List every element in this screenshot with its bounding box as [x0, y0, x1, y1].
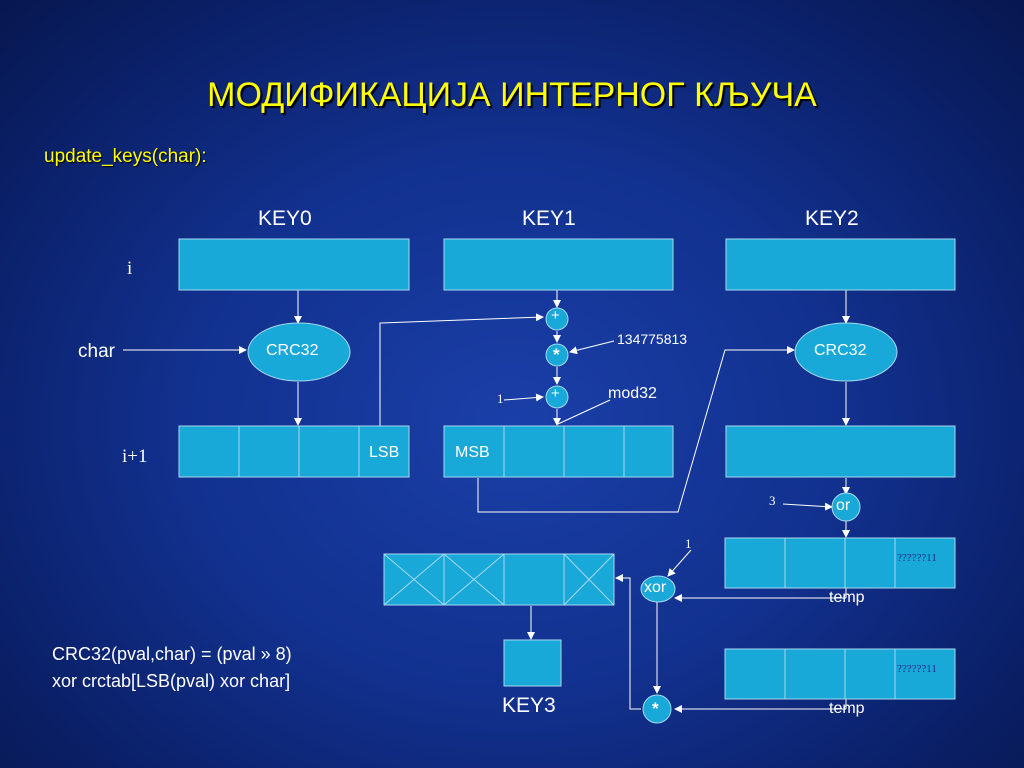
key0-next-bytes	[178, 425, 410, 478]
key3-bytes	[383, 553, 615, 606]
key1-label: KEY1	[522, 207, 576, 230]
crc32-formula: CRC32(pval,char) = (pval » 8) xor crctab…	[52, 641, 292, 695]
temp-bytes-a	[724, 537, 956, 589]
page-title: МОДИФИКАЦИЈА ИНТЕРНОГ КЉУЧА	[207, 76, 817, 114]
mult-bottom-node	[642, 694, 672, 724]
mask-label-b: ??????11	[897, 663, 937, 675]
or-constant-label: 3	[769, 493, 776, 508]
formula-line-1: CRC32(pval,char) = (pval » 8)	[52, 644, 292, 664]
crc32-right-label: CRC32	[814, 342, 867, 359]
formula-line-2: xor crctab[LSB(pval) xor char]	[52, 671, 291, 691]
masked-byte-marks	[383, 553, 615, 606]
or-symbol: or	[836, 497, 851, 514]
row-label-next: i+1	[122, 446, 148, 467]
key2-label: KEY2	[805, 207, 859, 230]
key2-next-box	[725, 425, 956, 478]
crc32-left-label: CRC32	[266, 342, 319, 359]
temp-label-a: temp	[829, 589, 865, 606]
mult-node	[545, 343, 569, 367]
crc32-left-node	[247, 322, 351, 382]
msb-label: MSB	[455, 444, 490, 461]
key1-current-box	[443, 238, 674, 291]
or-node	[831, 492, 861, 522]
mod32-label: mod32	[608, 385, 657, 402]
mask-label-a: ??????11	[897, 552, 937, 564]
multiplier-constant: 134775813	[617, 331, 688, 347]
mult-symbol: *	[553, 345, 560, 364]
xor-symbol: xor	[644, 579, 667, 596]
increment-one-label: 1	[497, 391, 504, 406]
plus-bottom-node	[545, 385, 569, 409]
temp-bytes-b	[724, 648, 956, 700]
temp-label-b: temp	[829, 700, 865, 717]
key3-box	[503, 639, 562, 687]
key2-current-box	[725, 238, 956, 291]
function-signature: update_keys(char):	[44, 146, 207, 167]
plus-top-symbol: +	[551, 307, 560, 324]
key1-next-bytes	[443, 425, 674, 478]
char-input-label: char	[78, 341, 115, 362]
plus-bottom-symbol: +	[551, 385, 560, 402]
key0-label: KEY0	[258, 207, 312, 230]
lsb-label: LSB	[369, 444, 400, 461]
mult-bottom-symbol: *	[652, 699, 659, 718]
key0-current-box	[178, 238, 410, 291]
xor-constant-label: 1	[685, 536, 692, 551]
xor-node	[640, 575, 676, 603]
plus-top-node	[545, 307, 569, 331]
row-label-current: i	[127, 258, 133, 279]
crc32-right-node	[794, 322, 898, 382]
key3-label: KEY3	[502, 694, 556, 717]
